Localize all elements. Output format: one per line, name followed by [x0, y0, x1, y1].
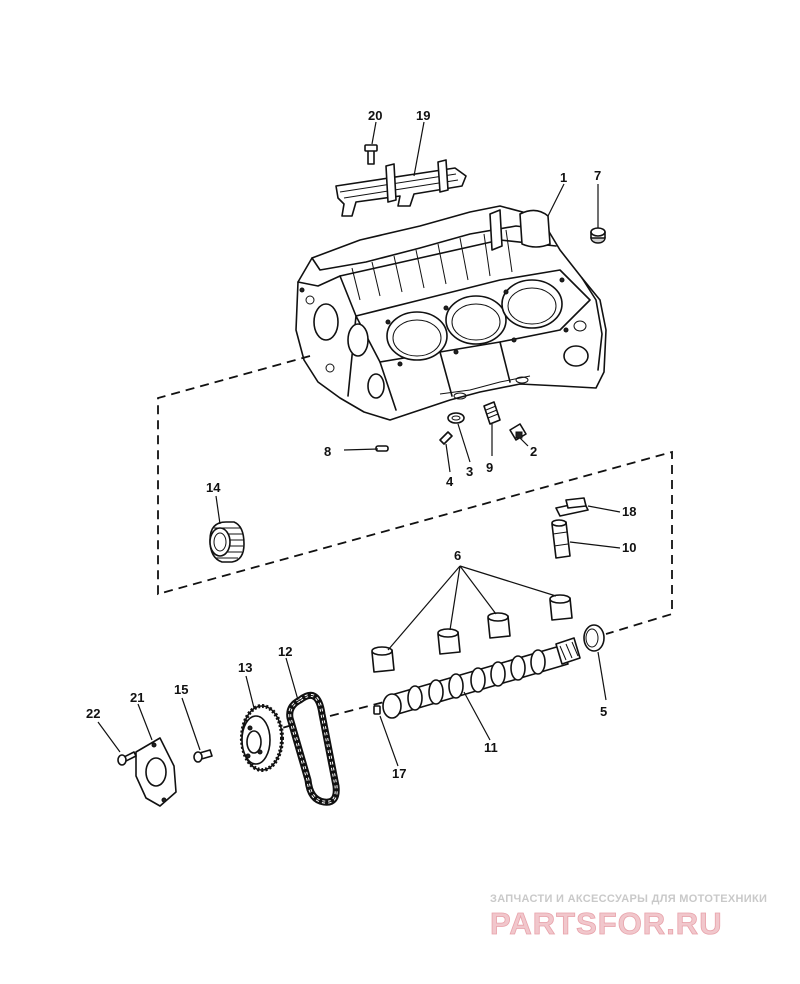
callout-4: 4 [446, 474, 454, 489]
watermark: ЗАПЧАСТИ И АКСЕССУАРЫ ДЛЯ МОТОТЕХНИКИ PA… [490, 893, 767, 941]
callout-labels: 1 2 3 4 5 6 7 8 9 10 11 12 13 14 15 17 1… [86, 108, 636, 781]
watermark-tagline: ЗАПЧАСТИ И АКСЕССУАРЫ ДЛЯ МОТОТЕХНИКИ [490, 893, 767, 905]
callout-20: 20 [368, 108, 382, 123]
callout-6: 6 [454, 548, 461, 563]
callout-11: 11 [484, 740, 498, 755]
hydraulic-lifter [551, 519, 571, 559]
callout-1: 1 [560, 170, 567, 185]
callout-12: 12 [278, 644, 292, 659]
callout-2: 2 [530, 444, 537, 459]
callout-22: 22 [86, 706, 100, 721]
callout-21: 21 [130, 690, 144, 705]
callout-5: 5 [600, 704, 607, 719]
roller-lifter-guide [555, 497, 589, 517]
drain-cock [509, 423, 527, 441]
oil-pressure-fitting [483, 401, 501, 425]
crankshaft-sprocket [209, 521, 245, 563]
callout-7: 7 [594, 168, 601, 183]
retainer-bolt [364, 144, 378, 165]
cam-bearing-2 [437, 628, 461, 655]
callout-19: 19 [416, 108, 430, 123]
block-plug [590, 227, 606, 244]
callout-8: 8 [324, 444, 331, 459]
lifter-guide-retainer [335, 159, 467, 217]
camshaft [382, 637, 581, 719]
cam-bearing-3 [487, 612, 511, 639]
thrust-plate-screw [117, 751, 137, 766]
callout-18: 18 [622, 504, 636, 519]
callout-15: 15 [174, 682, 188, 697]
camshaft-sprocket [240, 704, 284, 772]
callout-9: 9 [486, 460, 493, 475]
timing-chain [286, 691, 340, 806]
cam-bearing-4 [549, 594, 573, 621]
cylinder-block [295, 205, 607, 421]
assembly-line-lower [239, 701, 385, 741]
callout-13: 13 [238, 660, 252, 675]
callout-3: 3 [466, 464, 473, 479]
callout-14: 14 [206, 480, 221, 495]
sprocket-bolt [193, 749, 213, 763]
oil-filter-adapter [447, 412, 465, 424]
cam-dowel [373, 705, 381, 715]
leader-lines [97, 121, 621, 767]
cam-bearing-1 [371, 646, 395, 673]
callout-17: 17 [392, 766, 406, 781]
camshaft-rear-plug [583, 624, 605, 652]
watermark-logo: PARTSFOR.RU [490, 906, 723, 941]
callout-10: 10 [622, 540, 636, 555]
assembly-line-upper [157, 355, 673, 635]
dowel-pin [439, 431, 453, 445]
thrust-plate [135, 737, 177, 807]
